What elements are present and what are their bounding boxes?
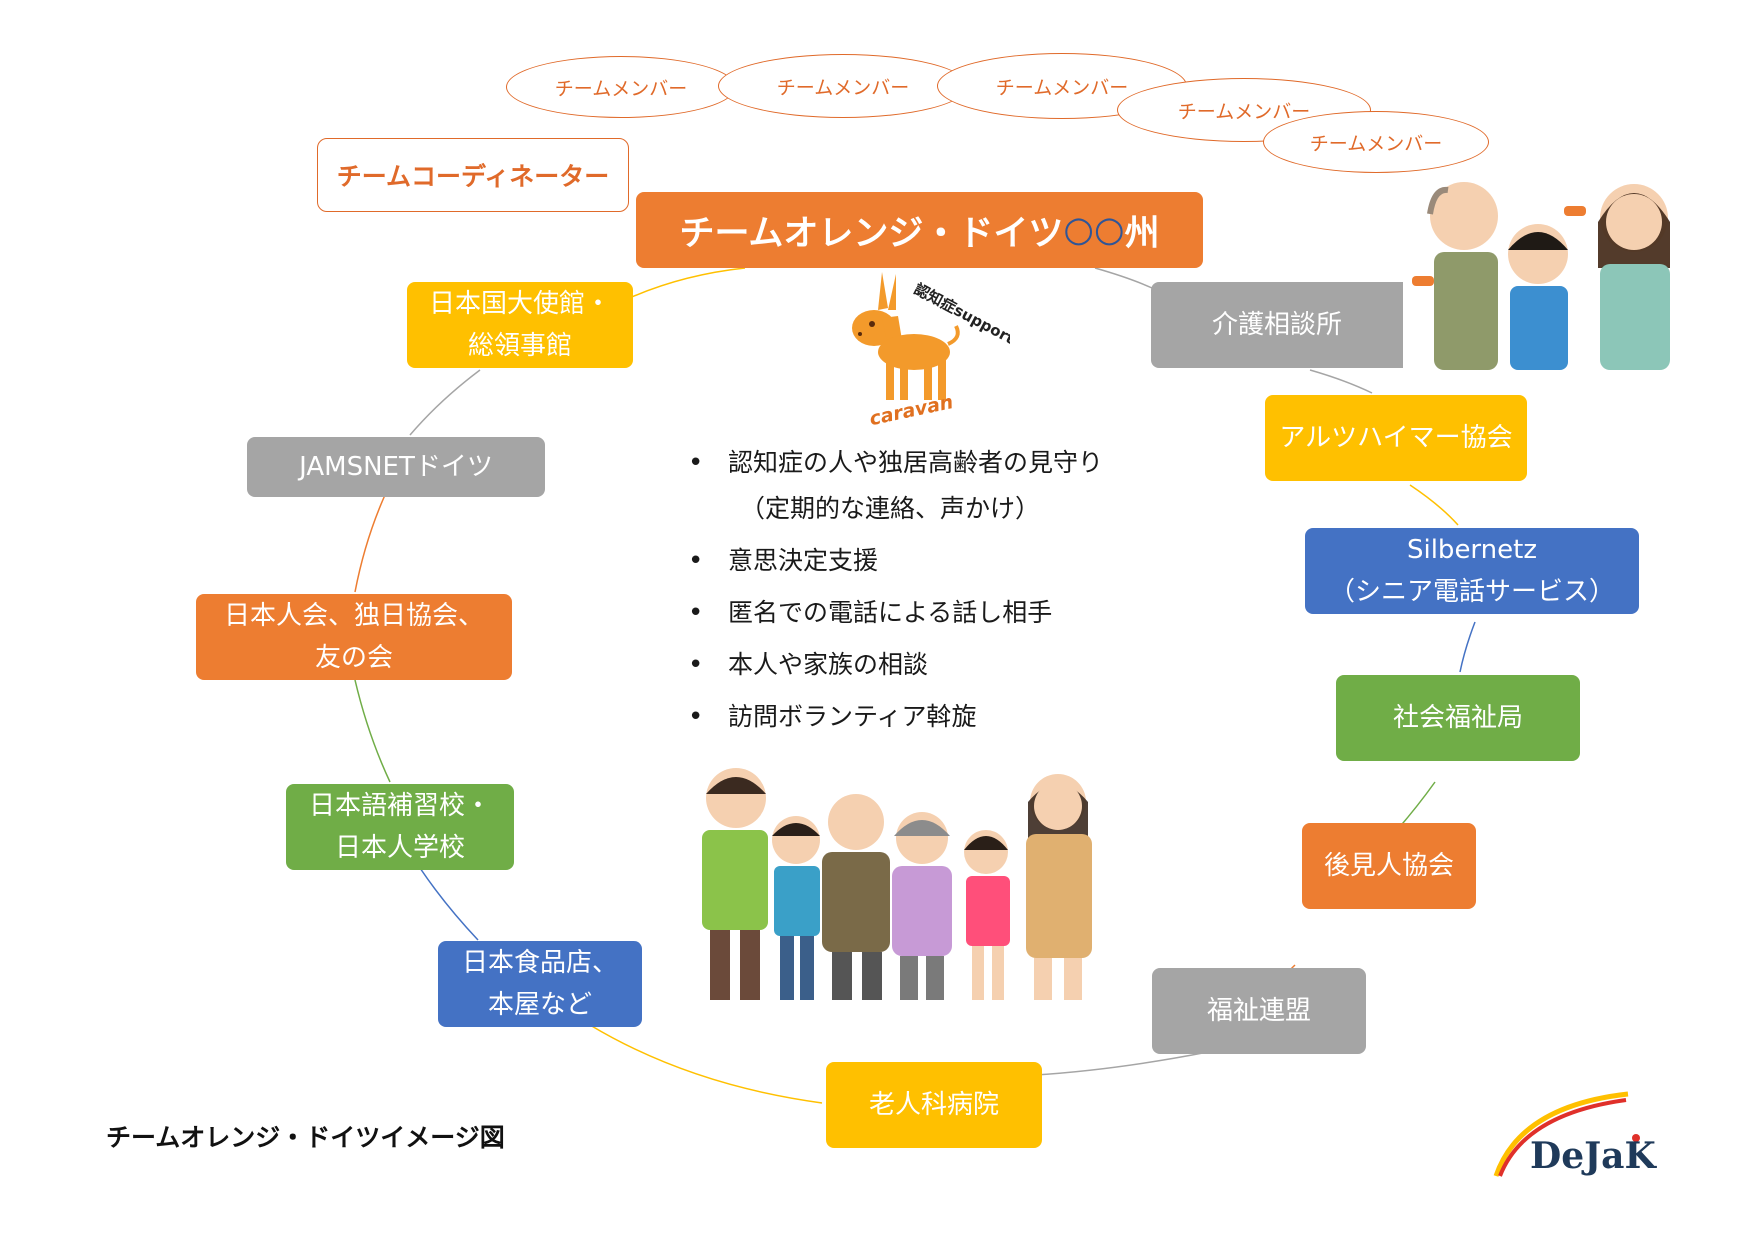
node-social-welfare-office: 社会福祉局 xyxy=(1336,675,1580,761)
activity-item: 訪問ボランティア斡旋 xyxy=(688,702,1103,732)
node-geriatric-hospital: 老人科病院 xyxy=(826,1062,1042,1148)
activity-item-note: （定期的な連絡、声かけ） xyxy=(740,494,1041,523)
node-alzheimer-association: アルツハイマー協会 xyxy=(1265,395,1527,481)
activity-item: 匿名での電話による話し相手 xyxy=(688,598,1103,628)
activity-list: 認知症の人や独居高齢者の見守り （定期的な連絡、声かけ） 意思決定支援 匿名での… xyxy=(688,448,1103,754)
logo-bottom-text: caravan xyxy=(867,391,955,428)
node-japanese-schools: 日本語補習校・ 日本人学校 xyxy=(286,784,514,870)
supporter-caravan-logo: 認知症supporter caravan xyxy=(852,272,1010,428)
team-member-bubble: チームメンバー xyxy=(506,56,736,118)
node-jamsnet: JAMSNETドイツ xyxy=(247,437,545,497)
diagram-title: チームオレンジ・ドイツ○○州 xyxy=(636,192,1203,268)
activity-item: 意思決定支援 xyxy=(688,546,1103,576)
team-coordinator-box: チームコーディネーター xyxy=(317,138,629,212)
team-member-bubble: チームメンバー xyxy=(1263,111,1489,173)
family-illustration xyxy=(702,768,1092,1000)
activity-item: 本人や家族の相談 xyxy=(688,650,1103,680)
node-food-bookstores: 日本食品店、 本屋など xyxy=(438,941,642,1027)
node-care-consultation: 介護相談所 xyxy=(1151,282,1403,368)
node-guardian-association: 後見人協会 xyxy=(1302,823,1476,909)
brand-name: DeJaK xyxy=(1530,1135,1657,1177)
node-silbernetz: Silbernetz （シニア電話サービス） xyxy=(1305,528,1639,614)
dejak-brand-logo: DeJaK xyxy=(1493,1091,1657,1177)
title-prefix: チームオレンジ・ドイツ xyxy=(679,213,1064,254)
node-welfare-federation: 福祉連盟 xyxy=(1152,968,1366,1054)
team-member-bubble: チームメンバー xyxy=(718,54,968,118)
diagram-caption: チームオレンジ・ドイツイメージ図 xyxy=(106,1123,505,1152)
node-japanese-associations: 日本人会、独日協会、 友の会 xyxy=(196,594,512,680)
activity-item: 認知症の人や独居高齢者の見守り xyxy=(688,448,1103,478)
node-embassy: 日本国大使館・ 総領事館 xyxy=(407,282,633,368)
group-illustration xyxy=(1412,182,1670,370)
title-suffix: 州 xyxy=(1124,213,1160,254)
title-circles: ○○ xyxy=(1063,210,1125,250)
